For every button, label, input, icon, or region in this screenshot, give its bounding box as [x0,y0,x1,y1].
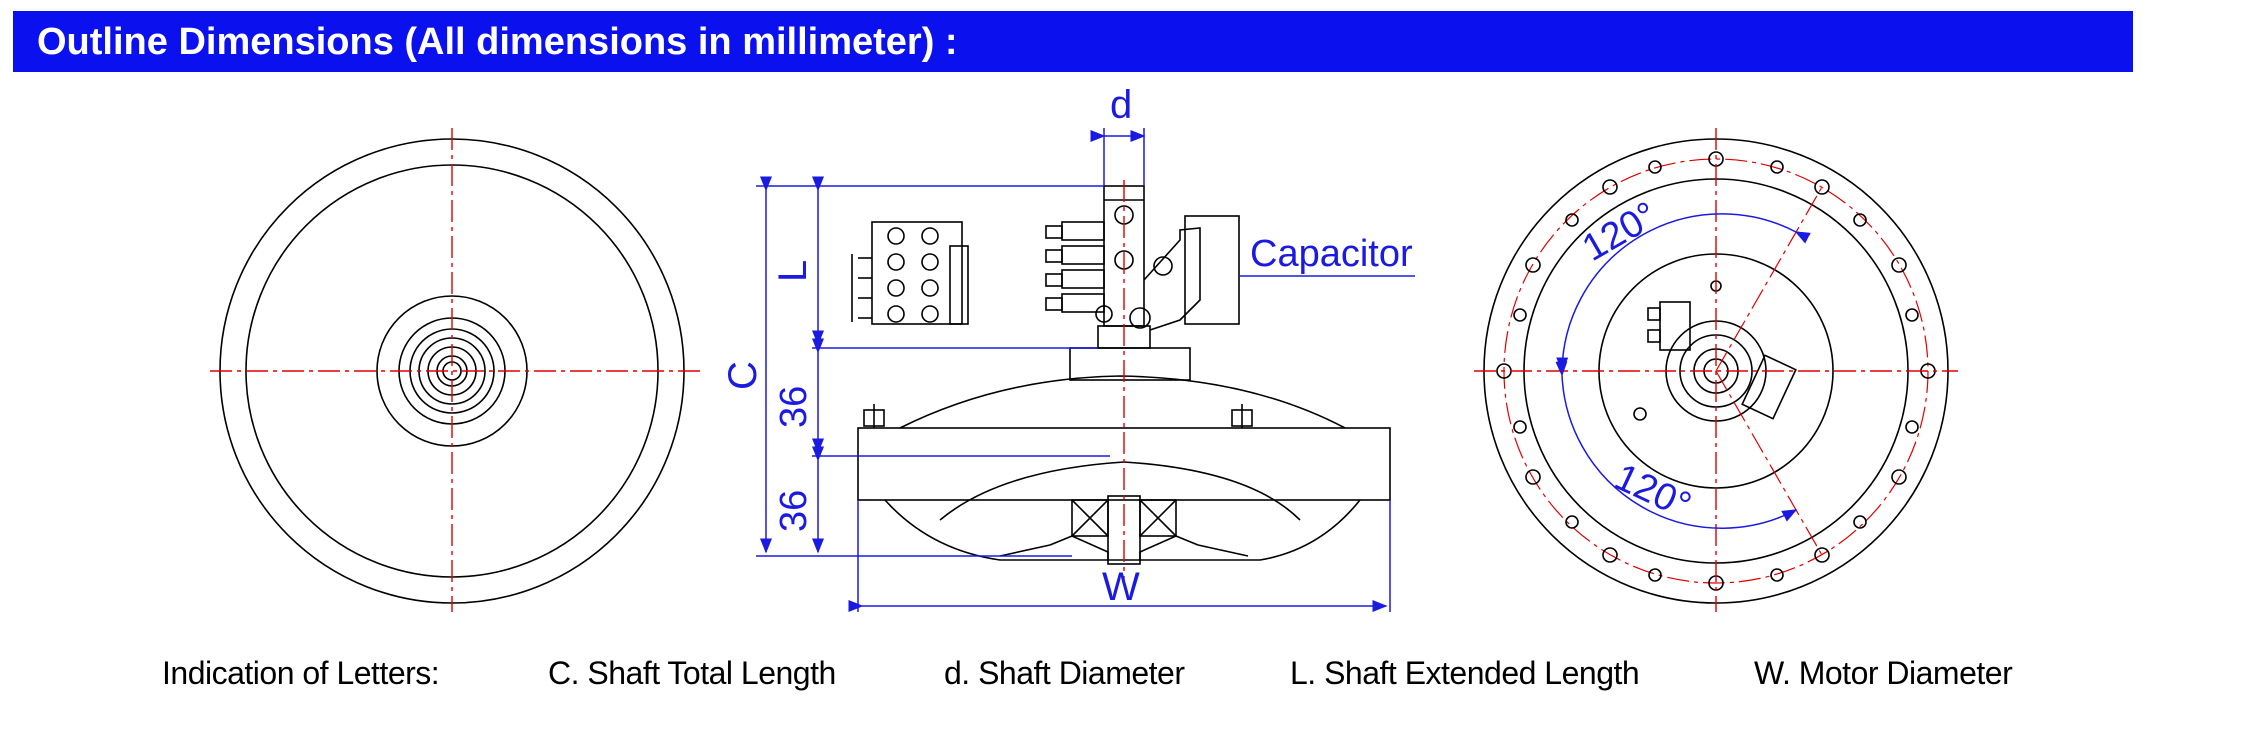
dimension-labels: d L C 36 36 W Capacitor [721,83,1413,609]
side-view [851,180,1391,580]
label-36-lower: 36 [773,490,815,532]
header-bar: Outline Dimensions (All dimensions in mi… [13,11,2133,72]
legend-title: Indication of Letters: [162,655,440,691]
label-W: W [1102,565,1140,609]
legend-item-c: C. Shaft Total Length [548,655,836,691]
label-L: L [771,260,815,282]
terminal-block [871,221,963,325]
legend-item-l: L. Shaft Extended Length [1290,655,1640,691]
rear-view [1474,128,1958,612]
angle-arcs [1555,213,1811,529]
dimensions [756,128,1415,612]
label-angle-bottom: 120° [1608,456,1697,527]
capacitor-box [1184,215,1240,325]
front-view [210,128,700,612]
label-capacitor: Capacitor [1250,233,1413,275]
motor-body [857,427,1391,501]
label-C: C [721,361,765,390]
page-title: Outline Dimensions (All dimensions in mi… [37,21,958,63]
label-d: d [1110,83,1132,127]
legend-item-w: W. Motor Diameter [1754,655,2013,691]
legend-item-d: d. Shaft Diameter [944,655,1185,691]
label-36-upper: 36 [773,386,815,428]
